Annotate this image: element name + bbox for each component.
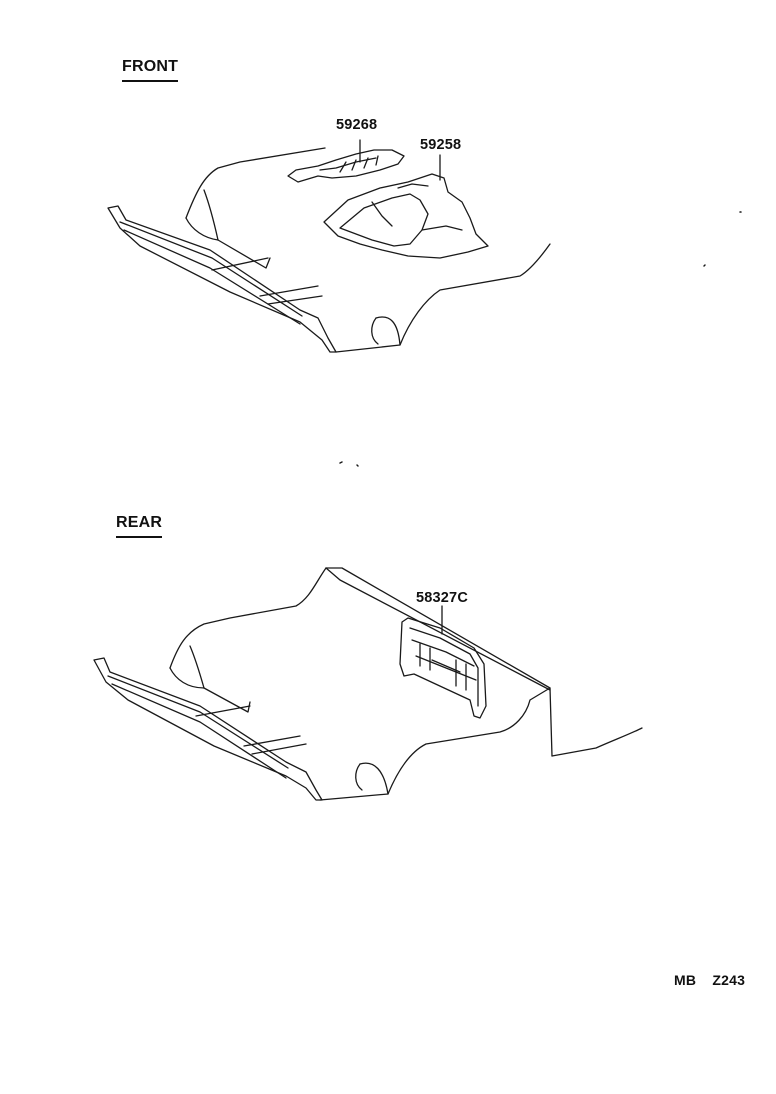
diagram-code-prefix: MB — [674, 972, 697, 988]
front-part-59258-insulator — [323, 154, 489, 259]
rear-heading: REAR — [116, 514, 163, 538]
diagram-code-number: Z243 — [712, 972, 746, 988]
part-number-59268[interactable]: 59268 — [336, 117, 378, 133]
diagram-code: MB Z243 — [674, 972, 745, 988]
front-heading: FRONT — [122, 58, 179, 82]
part-number-58327C[interactable]: 58327C — [416, 590, 468, 606]
front-heading-text: FRONT — [122, 58, 179, 75]
rear-heading-underline — [116, 536, 163, 538]
part-number-59258[interactable]: 59258 — [420, 137, 462, 153]
front-floor-pan — [107, 147, 551, 353]
rear-part-58327C-insulator — [399, 605, 487, 719]
front-heading-underline — [122, 80, 179, 82]
rear-floor-pan — [93, 567, 643, 801]
rear-heading-text: REAR — [116, 514, 163, 531]
front-part-59268-insulator — [287, 139, 405, 183]
scan-specks — [339, 211, 742, 467]
